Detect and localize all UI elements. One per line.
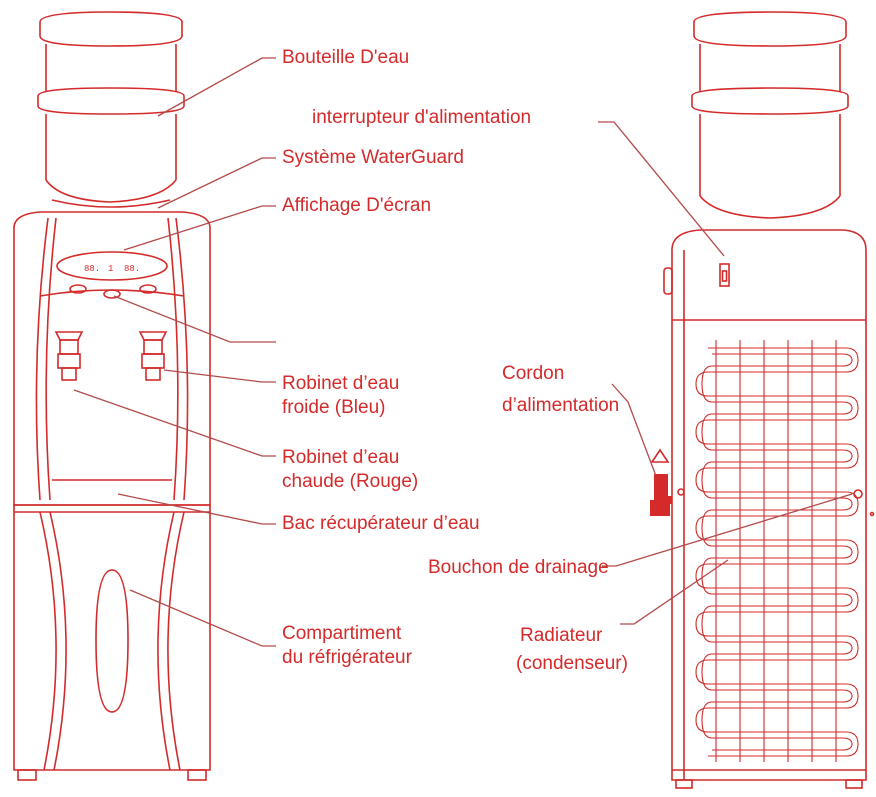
hot-tap [138, 331, 168, 381]
leader-fridge [129, 589, 276, 647]
cold-tap [54, 331, 84, 381]
leader-power-cord [611, 383, 657, 477]
label-power-cord-line1: Cordon [502, 363, 565, 384]
label-cold-tap-line2: froide (Bleu) [282, 397, 386, 418]
power-switch [719, 263, 730, 287]
back-cabinet [671, 229, 867, 781]
label-radiator-line2: (condenseur) [516, 653, 628, 674]
leader-lines [73, 57, 853, 647]
leader-bottle [157, 57, 276, 117]
label-drain-plug: Bouchon de drainage [428, 557, 609, 578]
power-cord-inlet [650, 448, 685, 516]
front-water-bottle [37, 11, 185, 208]
front-button-right [139, 284, 157, 294]
leader-radiator [620, 559, 729, 625]
label-hot-tap-line1: Robinet d’eau [282, 447, 400, 468]
display-panel [56, 251, 168, 281]
front-button-left [69, 284, 87, 294]
front-panel-upper [35, 217, 189, 501]
leader-waterguard [157, 157, 276, 209]
leader-drain-plug [602, 493, 853, 567]
label-power-switch: interrupteur d'alimentation [312, 107, 532, 128]
leader-power-switch [598, 121, 725, 257]
leader-hot-tap [73, 389, 276, 457]
label-bottle: Bouteille D'eau [282, 47, 410, 68]
front-cabinet-lower [13, 504, 211, 771]
fridge-window [95, 569, 129, 713]
back-dispenser [650, 11, 875, 789]
front-panel-lower [39, 511, 185, 771]
display-right-readout: 88. [124, 264, 140, 274]
label-power-cord-line2: d’alimentation [502, 395, 620, 416]
label-radiator-line1: Radiateur [520, 625, 603, 646]
leader-button [113, 295, 276, 343]
display-left-readout: 88. [84, 264, 100, 274]
label-fridge-line2: du réfrigérateur [282, 647, 412, 668]
back-water-bottle [691, 11, 849, 219]
front-cabinet-top [13, 211, 211, 506]
drain-plug [853, 489, 863, 499]
label-drip-tray: Bac récupérateur d’eau [282, 513, 480, 534]
label-cold-tap-line1: Robinet d’eau [282, 373, 400, 394]
condenser-coil [695, 347, 859, 757]
leader-drip-tray [117, 493, 276, 525]
label-display-screen: Affichage D'écran [282, 195, 432, 216]
front-dispenser: 88. 1 88. [13, 11, 211, 781]
label-waterguard: Système WaterGuard [282, 147, 464, 168]
display-center-readout: 1 [108, 264, 113, 274]
label-hot-tap-line2: chaude (Rouge) [282, 471, 419, 492]
leader-cold-tap [163, 369, 276, 383]
leader-display [123, 205, 276, 251]
label-fridge-line1: Compartiment [282, 623, 402, 644]
